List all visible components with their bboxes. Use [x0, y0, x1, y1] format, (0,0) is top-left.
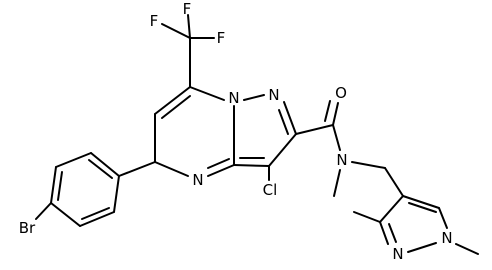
bond-ph-1 — [90, 152, 120, 177]
bond-camide-o — [332, 102, 339, 126]
bond-c5-ph-ipso — [118, 161, 156, 177]
bond-ph-3-inner — [57, 171, 63, 201]
bond-n2-c2-inner — [278, 109, 289, 135]
bond-c3a-n4 — [207, 164, 235, 177]
bond-pz-n1-n2 — [407, 242, 437, 253]
bond-namide-methyl — [333, 169, 341, 197]
bond-cf3-f2 — [187, 14, 191, 39]
atom-br: Br — [19, 219, 36, 237]
bond-n2-c2 — [283, 101, 297, 135]
atom-n-amide: N — [336, 151, 347, 169]
atom-f1: F — [150, 12, 159, 30]
atom-labels: F F F N N N Cl O N Br N N — [19, 0, 453, 263]
bond-ph-3 — [50, 166, 57, 204]
bond-ph-br — [35, 202, 52, 220]
bond-c7-nbridge — [189, 86, 225, 101]
bond-pz-n2-c3-inner — [388, 223, 397, 243]
bond-c6-c7 — [154, 86, 191, 115]
bond-ph-1-inner — [88, 159, 113, 179]
atom-f2: F — [183, 0, 192, 18]
bond-pz-c3-methyl — [353, 211, 381, 223]
atom-n-pyrazole-2: N — [268, 86, 279, 104]
bond-pz-c3-c4 — [379, 195, 404, 223]
bond-pz-n1-methyl — [455, 243, 479, 255]
bond-c6-c7-inner — [161, 95, 191, 119]
atom-cl: Cl — [263, 181, 278, 199]
bond-c3-c3a — [233, 164, 270, 167]
bond-camide-namide — [332, 124, 341, 151]
bond-c2-camide — [295, 124, 334, 135]
atom-n-pyrazole-b-1: N — [441, 229, 452, 247]
bond-ph-2 — [55, 152, 92, 168]
bond-camide-o-2 — [324, 100, 331, 122]
bond-n4-c5 — [154, 161, 189, 177]
bond-ch2-c4pz — [384, 167, 404, 197]
atom-n-bridge: N — [228, 89, 239, 107]
bonds — [35, 14, 479, 255]
bond-ph-5 — [79, 211, 115, 227]
bond-pz-c4-c5-inner — [408, 202, 437, 213]
bond-pz-n2-c3 — [379, 221, 389, 245]
bond-cf3-f1 — [161, 23, 191, 39]
bond-ph-4 — [50, 202, 81, 227]
bond-pz-c5-n1 — [438, 207, 448, 229]
bond-nbridge-n2 — [243, 94, 265, 101]
bond-namide-ch2 — [351, 161, 386, 169]
bond-c2-c3 — [268, 133, 297, 167]
bond-pz-c4-c5 — [402, 195, 440, 209]
atom-o: O — [335, 84, 347, 102]
atom-f3: F — [217, 29, 226, 47]
bond-ph-5-inner — [81, 207, 110, 220]
bond-ph-6 — [113, 175, 120, 213]
atom-n-pyrazole-b-2: N — [392, 245, 403, 263]
atom-n-pyrimidine-4: N — [192, 171, 203, 189]
bond-c3a-n4-inner — [207, 158, 230, 169]
